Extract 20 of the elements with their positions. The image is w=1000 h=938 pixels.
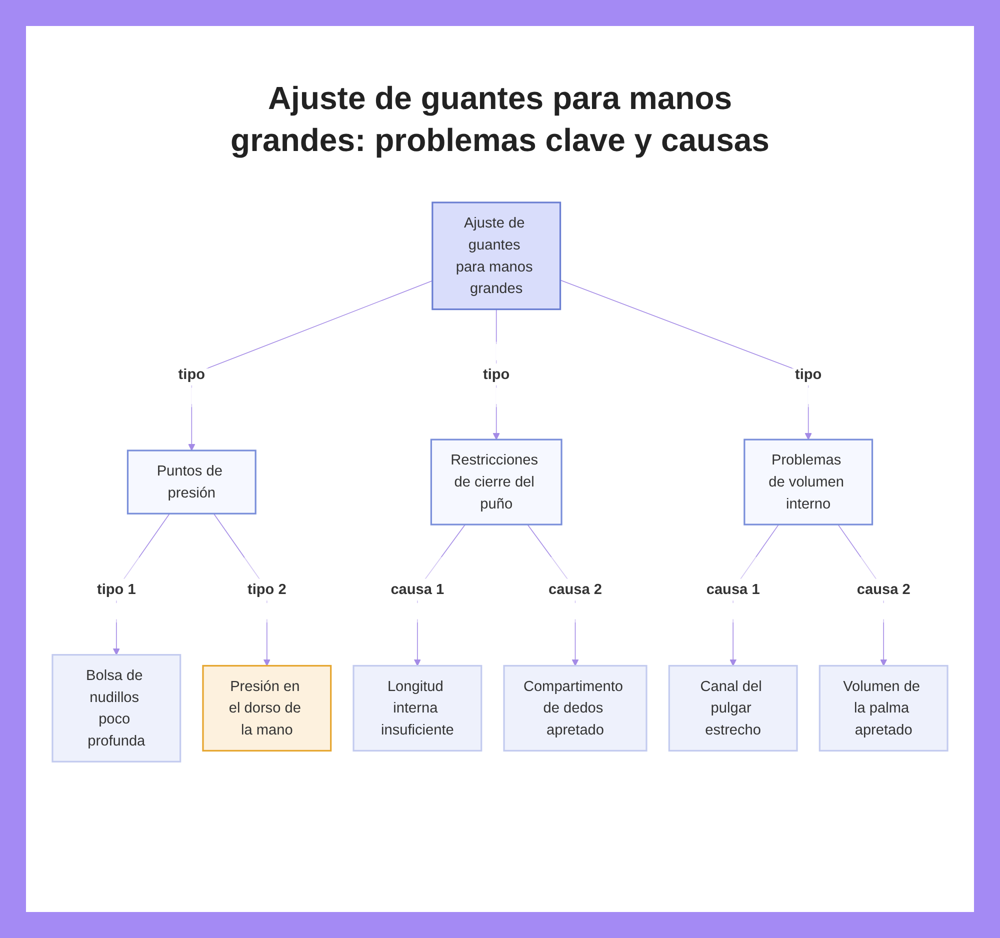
node-box: Volumen de la palma apretado — [818, 664, 948, 752]
edge-label: tipo — [482, 366, 510, 382]
node-box: Presión en el dorso de la mano — [202, 664, 332, 752]
node-box: Restricciones de cierre del puño — [430, 438, 562, 526]
edge-label: causa 2 — [548, 581, 602, 598]
node-box: Longitud interna insuficiente — [352, 664, 482, 752]
node-box: Compartimento de dedos apretado — [503, 664, 648, 752]
edge-label: tipo — [178, 366, 206, 382]
edge-label: tipo 1 — [96, 581, 136, 598]
node-box: Puntos de presión — [126, 450, 256, 514]
edge-label: tipo 2 — [247, 581, 286, 598]
diagram-title: Ajuste de guantes para manos grandes: problemas clave y causas — [230, 79, 770, 160]
edge-label: causa 1 — [706, 581, 760, 598]
edge-label: tipo — [794, 366, 822, 382]
edge-label: causa 2 — [856, 581, 910, 598]
node-box: Problemas de volumen interno — [744, 438, 874, 526]
node-box: Bolsa de nudillos poco profunda — [52, 654, 182, 762]
node-box: Ajuste de guantes para manos grandes — [432, 202, 562, 310]
node-box: Canal del pulgar estrecho — [668, 664, 798, 752]
edge-label: causa 1 — [390, 581, 444, 598]
